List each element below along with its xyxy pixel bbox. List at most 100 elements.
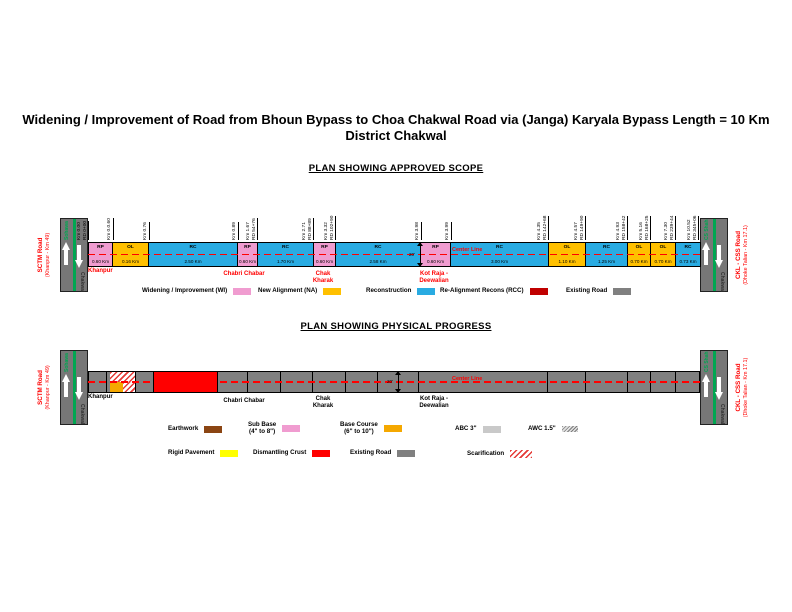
legend-label: ABC 3" bbox=[455, 425, 477, 433]
km-marker: Km 0.89 bbox=[231, 222, 238, 240]
legend-label: New Alignment (NA) bbox=[258, 287, 318, 295]
km-marker: Km 3.99 bbox=[444, 222, 451, 240]
up-arrow-icon bbox=[702, 374, 710, 397]
side-road-right bbox=[700, 350, 728, 425]
arrow-head bbox=[75, 392, 83, 400]
legend-item: New Alignment (NA) bbox=[258, 287, 342, 295]
segment-type-label: OL bbox=[635, 245, 643, 250]
segment-type-label: RP bbox=[97, 245, 104, 250]
road-name-label: SCTM Road(Khanpur - Km 49) bbox=[37, 350, 51, 425]
town-label: Kot Raja - Deewalian bbox=[419, 271, 449, 284]
progress-block-scarification bbox=[110, 372, 135, 382]
legend-label: Re-Alignment Recons (RCC) bbox=[440, 287, 524, 295]
arrow-stem bbox=[64, 250, 68, 265]
segment-length-label: 1.10 Km bbox=[558, 259, 576, 264]
legend-label: Earthwork bbox=[168, 425, 199, 433]
up-arrow-icon bbox=[62, 374, 70, 397]
width-dimension-arrow bbox=[417, 242, 423, 267]
road-name: CKL - CSS Road bbox=[735, 231, 742, 280]
legend-item: Reconstruction bbox=[366, 287, 436, 295]
legend-label: AWC 1.5" bbox=[528, 425, 556, 432]
town-label: Kot Raja - Deewalian bbox=[419, 396, 449, 409]
km-marker: Km 4.93 RD 158+42 bbox=[616, 215, 628, 240]
town-label: Khanpur bbox=[88, 394, 113, 400]
approved-scope-heading: PLAN SHOWING APPROVED SCOPE bbox=[308, 163, 484, 174]
segment-type-label: RC bbox=[496, 245, 503, 250]
arrow-stem bbox=[77, 245, 81, 260]
segment-type-label: RC bbox=[603, 245, 610, 250]
center-line-label: Center Line bbox=[452, 376, 483, 382]
segment-type-label: RP bbox=[432, 245, 439, 250]
title-line2: District Chakwal bbox=[345, 128, 447, 143]
arrow-head bbox=[715, 392, 723, 400]
legend-label: Dismantling Crust bbox=[253, 449, 307, 457]
arrow-stem bbox=[704, 382, 708, 397]
segment-type-label: RC bbox=[189, 245, 197, 250]
km-marker: Km 7.30 RD 239+44 bbox=[664, 215, 676, 240]
road-median-line bbox=[713, 219, 716, 291]
width-dimension-label: 20' bbox=[409, 251, 415, 257]
km-marker: Km 1.67 RD 54+76 bbox=[246, 218, 258, 240]
arrow-stem bbox=[717, 377, 721, 392]
legend-item: Sub Base (4" to 8") bbox=[248, 421, 301, 436]
road-direction-down-label: Chakwal bbox=[719, 272, 725, 293]
segment-type-label: RC bbox=[282, 245, 289, 250]
down-arrow-icon bbox=[75, 377, 83, 400]
legend-label: Existing Road bbox=[566, 287, 608, 295]
segment-length-label: 1.70 Km bbox=[276, 259, 295, 264]
legend-label: Base Course (6" to 10") bbox=[340, 421, 378, 435]
road-name: SCTM Road bbox=[37, 237, 44, 273]
legend-item: Existing Road bbox=[350, 449, 416, 457]
road-direction-down-label: Chakwal bbox=[79, 272, 85, 293]
km-marker: Km 10.52 RD 345+06 bbox=[687, 215, 699, 240]
arrow-stem bbox=[717, 245, 721, 260]
road-median-line bbox=[713, 351, 716, 424]
km-marker: Km 0.00 RD 0+00 bbox=[77, 220, 89, 240]
arrow-head bbox=[702, 242, 710, 250]
segment-type-label: RC bbox=[374, 245, 382, 250]
down-arrow-icon bbox=[75, 245, 83, 268]
legend-swatch-rcc bbox=[529, 288, 548, 295]
legend-swatch-rc bbox=[417, 288, 436, 295]
legend-item: Re-Alignment Recons (RCC) bbox=[440, 287, 548, 295]
legend-label: Existing Road bbox=[350, 449, 392, 457]
legend-label: Scarification bbox=[467, 449, 505, 457]
legend-swatch-basecourse bbox=[383, 425, 402, 433]
road-name-label: SCTM Road(Khanpur - Km 49) bbox=[37, 218, 51, 292]
segment-length-label: 2.50 Km bbox=[184, 259, 202, 264]
segment-length-label: 0.60 Km bbox=[91, 259, 110, 264]
segment-type-label: OL bbox=[563, 245, 571, 250]
road-name-label: CKL - CSS Road(Dhoke Talian - Km 17.1) bbox=[735, 350, 749, 425]
segment-length-label: 0.60 Km bbox=[315, 259, 334, 264]
drawing-title: Widening / Improvement of Road from Bhou… bbox=[0, 112, 792, 144]
title-line1: Widening / Improvement of Road from Bhou… bbox=[22, 112, 770, 127]
segment-type-label: RP bbox=[244, 245, 251, 250]
town-label: Khanpur bbox=[88, 268, 113, 274]
km-marker: Km 4.57 RD 149+90 bbox=[574, 215, 586, 240]
arrow-head bbox=[715, 260, 723, 268]
legend-label: Sub Base (4" to 8") bbox=[248, 421, 277, 435]
segment-length-label: 3.00 Km bbox=[490, 259, 509, 264]
down-arrow-icon bbox=[715, 245, 723, 268]
center-line bbox=[88, 381, 700, 383]
arrow-head bbox=[62, 242, 70, 250]
road-name: SCTM Road bbox=[37, 370, 44, 405]
km-marker: Km 2.71 RD 88+89 bbox=[302, 218, 314, 240]
km-marker: Km 0.0.60 bbox=[106, 218, 113, 240]
segment-length-label: 0.70 Km bbox=[654, 259, 672, 264]
width-dimension-label: 20' bbox=[387, 379, 393, 384]
legend-label: Widening / Improvement (WI) bbox=[142, 287, 228, 295]
legend-label: Reconstruction bbox=[366, 287, 412, 295]
arrow-stem bbox=[704, 250, 708, 265]
town-label: Chabri Chabar bbox=[223, 271, 265, 277]
road-median-line bbox=[73, 351, 76, 424]
legend-item: Earthwork bbox=[168, 425, 223, 433]
legend-item: Dismantling Crust bbox=[253, 449, 331, 457]
arrow-head bbox=[62, 374, 70, 382]
road-name-detail: (Khanpur - Km 49) bbox=[44, 232, 51, 278]
physical-progress-heading: PLAN SHOWING PHYSICAL PROGRESS bbox=[300, 321, 492, 332]
segment-type-label: RC bbox=[684, 245, 692, 250]
road-median-line bbox=[73, 219, 76, 291]
segment-length-label: 0.73 Km bbox=[679, 259, 697, 264]
